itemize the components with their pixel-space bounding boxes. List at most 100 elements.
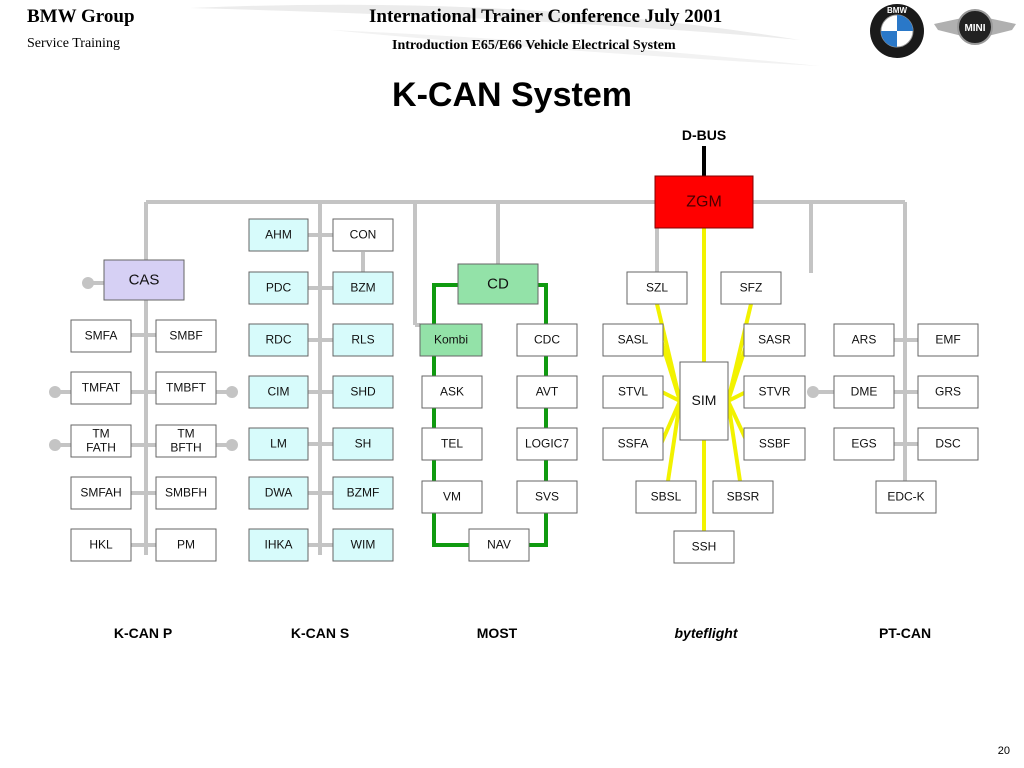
module-ahm-label: AHM [265, 228, 292, 242]
module-bzm: BZM [332, 271, 394, 305]
module-hkl-box [70, 528, 132, 562]
module-sbsr: SBSR [712, 480, 774, 514]
module-ask-label: ASK [440, 385, 464, 399]
module-avt-label: AVT [536, 385, 559, 399]
module-smbfh-box [155, 476, 217, 510]
module-cas-box [103, 259, 185, 301]
module-sim-box [679, 361, 729, 441]
module-sasr-box [743, 323, 806, 357]
module-smbfh-label: SMBFH [165, 486, 207, 500]
module-smfah-box [70, 476, 132, 510]
byteflight-lines [655, 228, 753, 531]
module-stvl-box [602, 375, 664, 409]
module-stvl: STVL [602, 375, 664, 409]
module-vm-label: VM [443, 490, 461, 504]
module-bzmf-label: BZMF [347, 486, 380, 500]
module-smbfh: SMBFH [155, 476, 217, 510]
module-ahm-box [248, 218, 309, 252]
module-tmfath-box [70, 424, 132, 458]
module-emf-box [917, 323, 979, 357]
module-ssbf-box [743, 427, 806, 461]
module-tmfat: TMFAT [70, 371, 132, 405]
module-smfa: SMFA [70, 319, 132, 353]
module-logic7-label: LOGIC7 [525, 437, 569, 451]
module-ssh: SSH [673, 530, 735, 564]
module-szl: SZL [626, 271, 688, 305]
module-avt-box [516, 375, 578, 409]
module-kombi-label: Kombi [434, 333, 468, 347]
bus-label-most: MOST [477, 625, 518, 641]
module-dme-box [833, 375, 895, 409]
module-tmbft-label: TMBFT [166, 381, 207, 395]
module-vm: VM [421, 480, 483, 514]
module-egs: EGS [833, 427, 895, 461]
module-gateway-label: ZGM [686, 194, 722, 211]
module-ssbf-label: SSBF [759, 437, 790, 451]
module-gateway: ZGM [654, 175, 754, 229]
module-pdc-label: PDC [266, 281, 292, 295]
presentation-subtitle: Introduction E65/E66 Vehicle Electrical … [392, 38, 676, 53]
module-sfz-box [720, 271, 782, 305]
module-cim: CIM [248, 375, 309, 409]
module-tel: TEL [421, 427, 483, 461]
module-sasl-box [602, 323, 664, 357]
module-tel-label: TEL [441, 437, 463, 451]
module-dwa-box [248, 476, 309, 510]
d-bus-label: D-BUS [682, 127, 726, 143]
module-sasl: SASL [602, 323, 664, 357]
module-dwa: DWA [248, 476, 309, 510]
page-title: K-CAN System [392, 76, 632, 114]
module-cdc-box [516, 323, 578, 357]
module-egs-box [833, 427, 895, 461]
module-con-box [332, 218, 394, 252]
svg-text:BMW: BMW [887, 6, 907, 15]
module-sbsl-label: SBSL [651, 490, 682, 504]
module-grs-box [917, 375, 979, 409]
module-rdc-box [248, 323, 309, 357]
module-lm: LM [248, 427, 309, 461]
module-smbf-label: SMBF [169, 329, 202, 343]
module-rls: RLS [332, 323, 394, 357]
module-ssbf: SSBF [743, 427, 806, 461]
module-tmbft: TMBFT [155, 371, 217, 405]
module-pm-label: PM [177, 538, 195, 552]
module-dwa-label: DWA [265, 486, 293, 500]
module-svs-box [516, 480, 578, 514]
module-vm-box [421, 480, 483, 514]
module-cd-label: CD [487, 275, 509, 292]
module-smfah-label: SMFAH [80, 486, 121, 500]
module-cim-label: CIM [268, 385, 290, 399]
module-sasr-label: SASR [758, 333, 791, 347]
module-cas: CAS [103, 259, 185, 301]
module-ssfa-box [602, 427, 664, 461]
module-tmfat-box [70, 371, 132, 405]
module-stvr: STVR [743, 375, 806, 409]
module-emf: EMF [917, 323, 979, 357]
module-ask: ASK [421, 375, 483, 409]
module-logic7: LOGIC7 [516, 427, 578, 461]
module-sfz: SFZ [720, 271, 782, 305]
module-nav-box [468, 528, 530, 562]
module-ssh-label: SSH [692, 540, 717, 554]
bus-end-dots [49, 277, 819, 451]
module-sbsr-label: SBSR [727, 490, 760, 504]
module-lm-label: LM [270, 437, 287, 451]
module-tmbfth-box [155, 424, 217, 458]
module-dme: DME [833, 375, 895, 409]
module-rdc: RDC [248, 323, 309, 357]
module-stvr-box [743, 375, 806, 409]
module-edck: EDC-K [875, 480, 937, 514]
most-ring [432, 283, 548, 547]
bus-label-kcan-s: K-CAN S [291, 625, 349, 641]
module-pdc-box [248, 271, 309, 305]
module-cim-box [248, 375, 309, 409]
module-ars-box [833, 323, 895, 357]
module-smfah: SMFAH [70, 476, 132, 510]
module-cas-label: CAS [129, 271, 160, 288]
module-szl-label: SZL [646, 281, 668, 295]
brand-name: BMW Group [27, 6, 135, 27]
module-cd-box [457, 263, 539, 305]
bmw-logo-icon: BMW [870, 4, 924, 58]
